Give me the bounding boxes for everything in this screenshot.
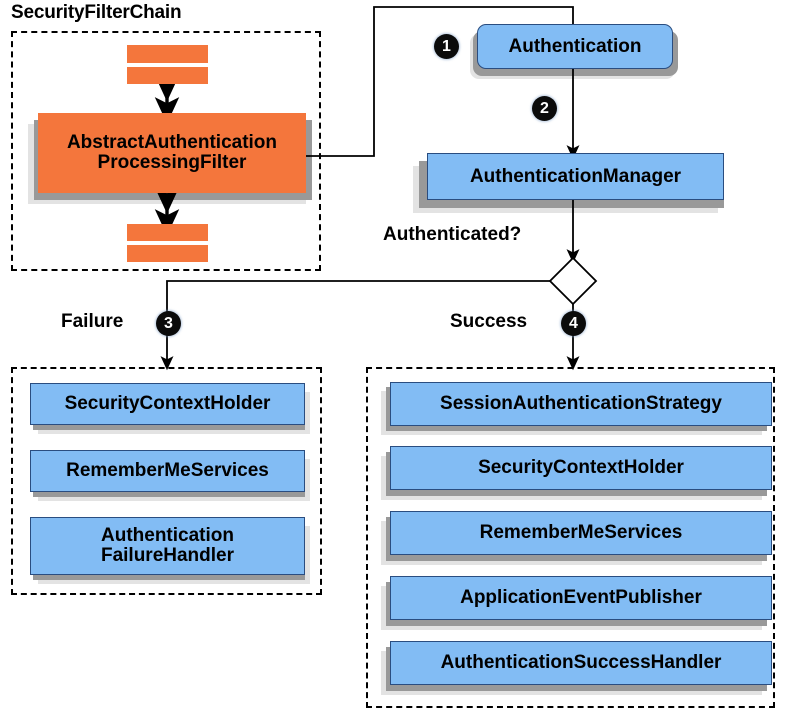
node-label-line-1: Authentication [101,525,234,547]
failure-node-security-context-holder[interactable]: SecurityContextHolder [30,383,305,425]
edge-label-failure: Failure [61,311,124,332]
node-label: AuthenticationSuccessHandler [440,652,722,674]
node-label: Authentication [508,35,642,57]
failure-node-remember-me-services[interactable]: RememberMeServices [30,450,305,492]
filter-bar-bottom-2 [127,245,208,262]
node-label: RememberMeServices [66,460,269,482]
badge-step-2: 2 [532,96,557,121]
filter-bar-bottom-1 [127,224,208,241]
node-label: SessionAuthenticationStrategy [440,393,722,415]
node-label: SecurityContextHolder [64,393,271,415]
node-label-line-1: AbstractAuthentication [66,132,278,154]
node-label: RememberMeServices [479,522,683,544]
node-label: AbstractAuthentication ProcessingFilter [39,133,305,173]
node-authentication-manager[interactable]: AuthenticationManager [427,153,724,200]
group-title-security-filter-chain: SecurityFilterChain [11,2,182,23]
badge-step-4: 4 [561,311,586,336]
node-authentication[interactable]: Authentication [477,24,673,69]
node-label-line-2: ProcessingFilter [97,152,247,173]
edge-label-success: Success [450,311,528,332]
node-label: ApplicationEventPublisher [460,587,702,609]
node-label: Authentication FailureHandler [31,526,304,566]
node-label: SecurityContextHolder [478,457,684,479]
edge-label-authenticated: Authenticated? [383,224,522,245]
filter-bar-top-1 [127,45,208,63]
badge-step-3: 3 [156,311,181,336]
failure-node-authentication-failure-handler[interactable]: Authentication FailureHandler [30,517,305,575]
success-node-session-authentication-strategy[interactable]: SessionAuthenticationStrategy [390,382,772,426]
success-node-authentication-success-handler[interactable]: AuthenticationSuccessHandler [390,641,772,685]
node-label: AuthenticationManager [469,165,682,187]
badge-step-1: 1 [434,34,459,59]
filter-bar-top-2 [127,67,208,84]
success-node-application-event-publisher[interactable]: ApplicationEventPublisher [390,576,772,620]
success-node-security-context-holder[interactable]: SecurityContextHolder [390,446,772,490]
node-label-line-2: FailureHandler [100,545,235,566]
success-node-remember-me-services[interactable]: RememberMeServices [390,511,772,555]
node-abstract-authentication-processing-filter[interactable]: AbstractAuthentication ProcessingFilter [38,113,306,193]
